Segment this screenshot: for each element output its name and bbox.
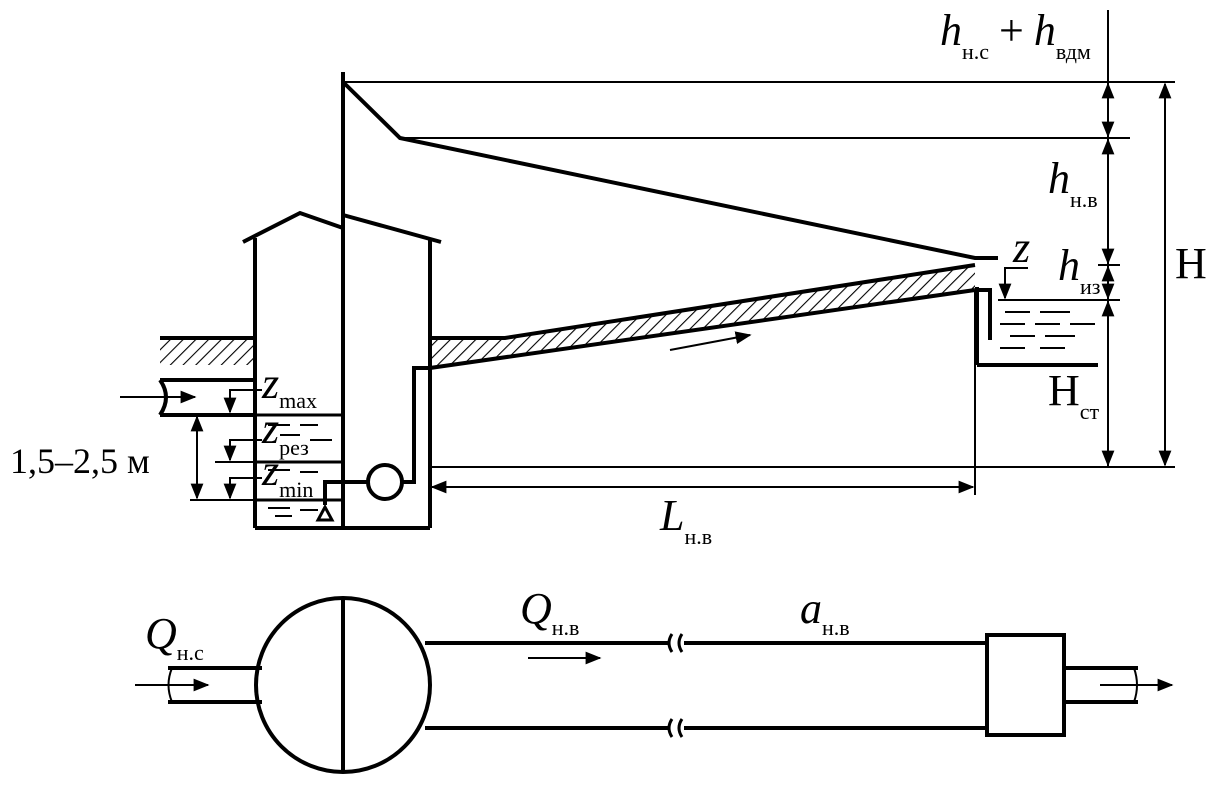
zmax-marker bbox=[223, 389, 262, 414]
label-Qnv: Qн.в bbox=[520, 584, 579, 640]
label-Hst: Hст bbox=[1048, 366, 1100, 424]
label-depth-range: 1,5–2,5 м bbox=[10, 441, 150, 481]
building-left-roof bbox=[242, 210, 344, 244]
zmin-marker bbox=[223, 477, 262, 500]
label-H: H bbox=[1175, 239, 1207, 288]
ground-surface-line bbox=[430, 263, 976, 340]
hydraulic-grade-line bbox=[341, 80, 998, 260]
label-anv: aн.в bbox=[800, 584, 850, 640]
z-marker bbox=[998, 267, 1028, 300]
label-zmax: zmax bbox=[261, 359, 317, 413]
label-zrez: zрез bbox=[261, 404, 309, 460]
tank-water bbox=[1000, 299, 1098, 349]
building-right-roof bbox=[342, 213, 442, 244]
plan-chamber bbox=[985, 633, 1066, 737]
suction-valve bbox=[315, 503, 335, 522]
label-hnv: hн.в bbox=[1048, 154, 1098, 212]
pump-riser bbox=[402, 366, 430, 484]
water-dashes bbox=[268, 424, 332, 517]
ground-slope bbox=[430, 265, 975, 368]
pressure-pipe bbox=[429, 288, 976, 370]
label-z-top: z bbox=[1012, 223, 1030, 272]
label-Lnv: Lн.в bbox=[659, 491, 712, 549]
outlet-pipe bbox=[975, 288, 992, 340]
label-zmin: zmin bbox=[261, 446, 313, 502]
label-Qns: Qн.с bbox=[145, 609, 204, 665]
flow-arrow bbox=[669, 331, 752, 351]
zrez-marker bbox=[223, 439, 262, 462]
pipe-break-symbols bbox=[667, 633, 684, 738]
suction-line bbox=[323, 480, 368, 505]
pump-circle bbox=[366, 463, 404, 501]
label-hiz: hиз bbox=[1058, 241, 1100, 299]
ground-left bbox=[160, 338, 255, 365]
label-hns-hvdm: hн.с+hвдм bbox=[940, 6, 1091, 64]
